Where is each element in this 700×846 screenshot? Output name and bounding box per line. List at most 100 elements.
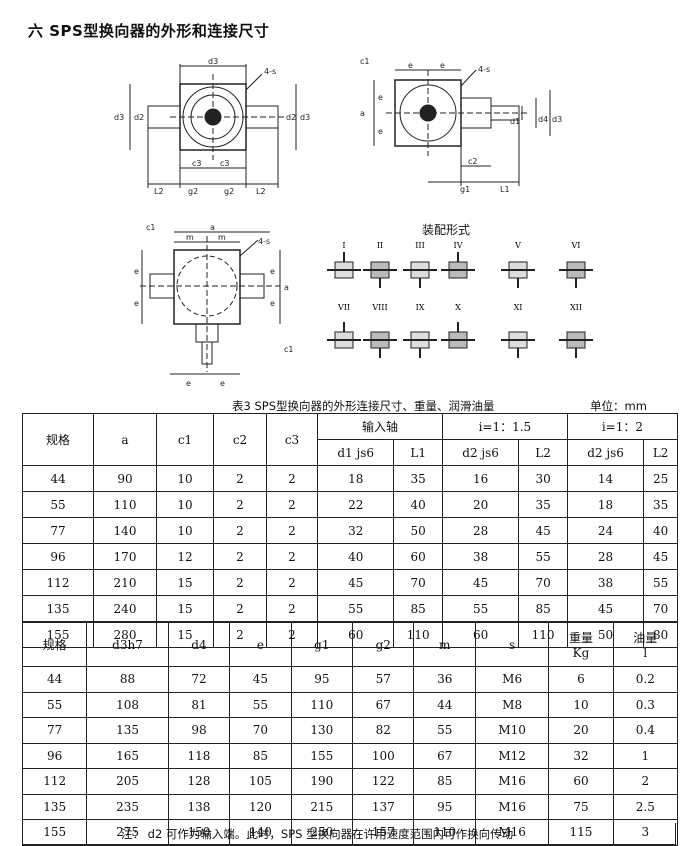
table-cell: 50	[393, 517, 443, 544]
table-cell: 1	[612, 742, 679, 769]
table-cell: 45	[229, 666, 292, 693]
table-cell: 55	[21, 691, 88, 718]
table-cell: 130	[290, 717, 354, 744]
label-bolt: 4-s	[264, 67, 276, 76]
label-d2-left: d2	[134, 113, 144, 122]
label-m-right: m	[218, 233, 226, 242]
table-cell: M10	[474, 717, 550, 744]
table-cell: 57	[352, 666, 415, 693]
table-cell: 85	[229, 742, 292, 769]
table-cell: 205	[86, 768, 169, 795]
mount-form-10: X	[441, 303, 475, 349]
mount-form-8: VIII	[363, 303, 397, 358]
table-cell: 44	[21, 666, 88, 693]
table-cell: 55	[413, 717, 476, 744]
table-cell: 45	[566, 595, 645, 622]
table-cell: 38	[441, 543, 520, 570]
table-cell: 77	[22, 517, 94, 544]
header-cell: m	[413, 622, 476, 667]
table-cell: 210	[93, 569, 157, 596]
table-cell: 32	[316, 517, 395, 544]
table-cell: 35	[393, 465, 443, 492]
table-cell: 67	[352, 691, 415, 718]
label-e-left-1: e	[134, 267, 139, 276]
table-cell: 20	[441, 491, 520, 518]
table-cell: 44	[413, 691, 476, 718]
table-cell: 95	[413, 793, 476, 820]
mount-forms-title: 装配形式	[422, 223, 471, 237]
label-m-left: m	[186, 233, 194, 242]
label-L1: L1	[500, 185, 510, 194]
table-cell: 60	[548, 768, 614, 795]
header-cell: d4	[167, 622, 231, 667]
table-cell: 25	[643, 465, 678, 492]
label-d3-left: d3	[114, 113, 124, 122]
mount-form-label: IX	[416, 303, 425, 312]
table-cell: 22	[316, 491, 395, 518]
table-cell: 40	[393, 491, 443, 518]
table-cell: 28	[441, 517, 520, 544]
header-d2-a: d2 js6	[441, 439, 520, 466]
table-cell: 20	[548, 717, 614, 744]
table-cell: 190	[290, 768, 354, 795]
table-cell: 32	[548, 742, 614, 769]
header-weight-label: 重量	[568, 631, 593, 645]
mount-form-label: IV	[454, 241, 463, 250]
table-cell: 24	[566, 517, 645, 544]
drawing-side-view: c1 e e 4-s a e e d1 d4 d3 c2 g1 L1	[360, 57, 562, 194]
table-cell: 40	[316, 543, 395, 570]
table-cell: 18	[316, 465, 395, 492]
label-c2: c2	[468, 157, 478, 166]
table-cell: 2	[213, 569, 267, 596]
table-cell: 138	[167, 793, 231, 820]
label-e-right-2: e	[270, 299, 275, 308]
header-cell: d3h7	[86, 622, 169, 667]
table-cell: 165	[86, 742, 169, 769]
table-cell: 2	[612, 768, 679, 795]
header-L2-b: L2	[643, 439, 678, 466]
page-heading: 六 SPS型换向器的外形和连接尺寸	[28, 22, 270, 40]
table-caption: 表3 SPS型换向器的外形连接尺寸、重量、润滑油量	[232, 399, 495, 413]
label-d3-top: d3	[208, 57, 218, 66]
label-e-left-top: e	[378, 93, 383, 102]
table-cell: 110	[290, 691, 354, 718]
table-cell: 45	[518, 517, 568, 544]
table-cell: 2	[213, 465, 267, 492]
table-cell: 135	[21, 793, 88, 820]
header-oil-unit: l	[643, 646, 648, 660]
dimension-table-1: 规格 a c1 c2 c3 输入轴 i=1：1.5 i=1：2 d1 js6 L…	[22, 413, 679, 648]
table-cell: 77	[21, 717, 88, 744]
table-cell: 45	[316, 569, 395, 596]
mount-form-label: VI	[571, 241, 581, 250]
label-c1-bottom: c1	[284, 345, 294, 354]
table-cell: 28	[566, 543, 645, 570]
header-cell: g2	[352, 622, 415, 667]
label-d3-right: d3	[300, 113, 310, 122]
table-cell: 2	[266, 595, 318, 622]
table-cell: 70	[518, 569, 568, 596]
table-cell: 70	[393, 569, 443, 596]
table-cell: 240	[93, 595, 157, 622]
table-cell: 14	[566, 465, 645, 492]
label-bolt-top: 4-s	[258, 237, 270, 246]
unit-label: 单位：mm	[590, 399, 647, 413]
table-cell: 45	[441, 569, 520, 596]
header-cell: g1	[290, 622, 354, 667]
table-cell: 15	[156, 595, 214, 622]
table-cell: 112	[22, 569, 94, 596]
table-cell: 2	[266, 517, 318, 544]
table-cell: 55	[518, 543, 568, 570]
table-cell: 70	[643, 595, 678, 622]
table-cell: 275	[86, 819, 169, 846]
header-L1: L1	[393, 439, 443, 466]
table-cell: 110	[413, 819, 476, 846]
table-cell: M16	[474, 768, 550, 795]
mount-form-label: III	[415, 241, 424, 250]
mount-form-label: XI	[514, 303, 523, 312]
